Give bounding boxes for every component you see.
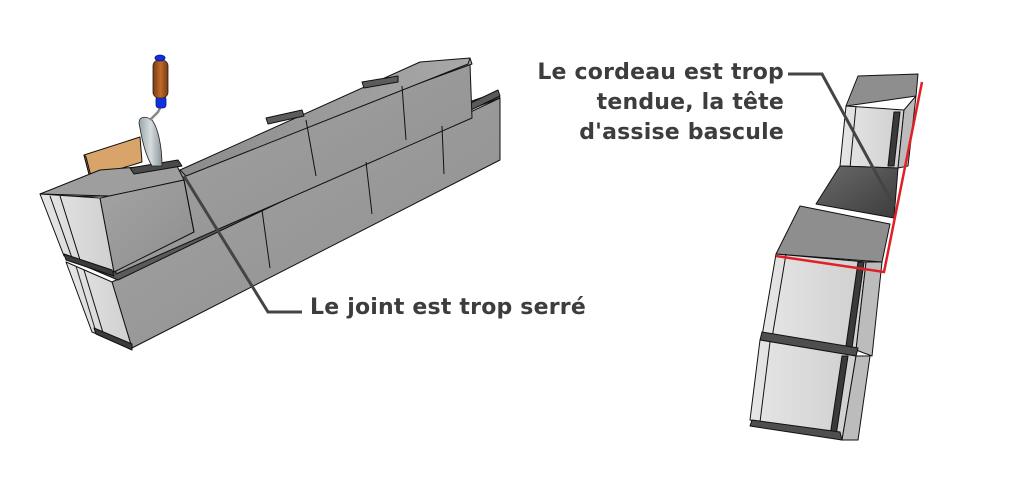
cordeau-callout-line-2: tendue, la tête: [596, 90, 784, 115]
cordeau-callout-label: Le cordeau est trop tendue, la tête d'as…: [537, 58, 784, 148]
right-wall-end-view: [749, 73, 919, 441]
cordeau-callout-line-3: d'assise bascule: [579, 120, 784, 145]
wooden-board: [83, 136, 143, 181]
cordeau-callout-leader: [788, 72, 896, 207]
joint-callout-label: Le joint est trop serré: [310, 293, 586, 323]
string-line: [775, 81, 924, 274]
joint-callout-leader: [182, 175, 302, 314]
joint-callout-text: Le joint est trop serré: [310, 295, 586, 320]
left-wall: [39, 57, 501, 351]
trowel: [138, 54, 169, 167]
cordeau-callout-line-1: Le cordeau est trop: [537, 60, 784, 85]
